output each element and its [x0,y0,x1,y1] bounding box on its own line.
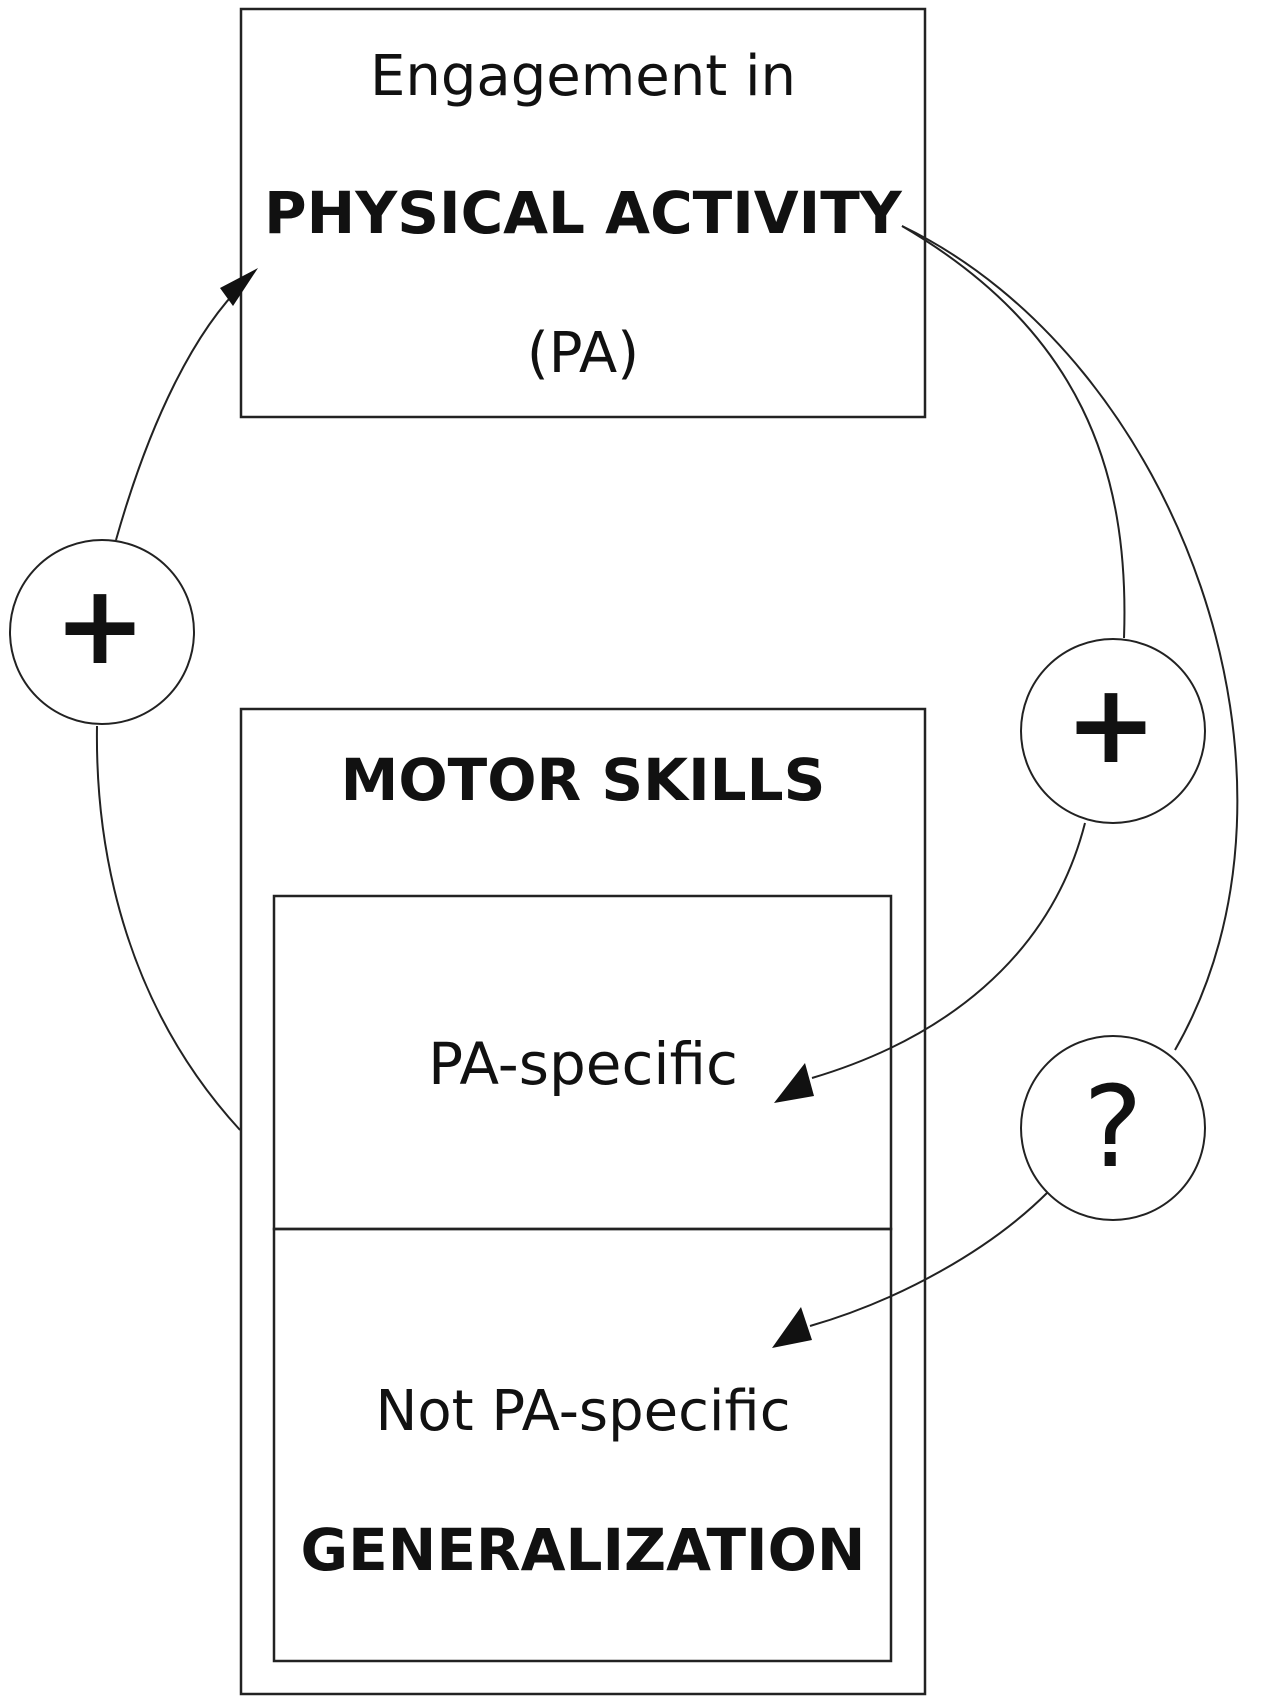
pa-box-line2: PHYSICAL ACTIVITY [264,179,903,247]
question-node-circle [1020,1035,1206,1221]
link-question-node-to-not-pa-specific [809,1191,1049,1327]
arrowhead-to-not-pa-specific [772,1307,812,1348]
physical-activity-box: Engagement in PHYSICAL ACTIVITY (PA) [239,7,927,419]
physical-activity-box-border [239,7,927,419]
link-right-plus-node-to-pa-specific [811,822,1086,1079]
left-plus-node-circle [9,539,195,725]
right-plus-node-symbol: + [1065,660,1157,788]
right-plus-node-circle [1020,638,1206,824]
pa-box-line1: Engagement in [370,44,796,109]
link-pa-to-question-node [901,225,1239,1051]
link-pa-to-right-plus-node [901,225,1126,639]
left-plus-node-symbol: + [54,561,146,689]
not-pa-specific-label: Not PA-specific [376,1379,791,1444]
question-node-symbol: ? [1083,1063,1142,1193]
question-node: ? [1020,1035,1206,1221]
link-left-node-to-pa [115,281,246,541]
pa-specific-label: PA-specific [428,1030,738,1098]
motor-skills-box-border [239,707,927,1696]
not-pa-specific-box [272,1227,893,1663]
left-plus-node: + [9,539,195,725]
arrowhead-to-pa-specific [774,1063,814,1103]
motor-skills-title: MOTOR SKILLS [341,746,826,814]
link-motor-skills-to-left-node [95,725,241,1131]
pa-box-line3: (PA) [527,321,639,386]
right-plus-node: + [1020,638,1206,824]
generalization-label: GENERALIZATION [301,1516,866,1584]
motor-skills-box: MOTOR SKILLS PA-specific Not PA-specific… [239,707,927,1696]
arrowhead-to-pa [220,268,258,306]
